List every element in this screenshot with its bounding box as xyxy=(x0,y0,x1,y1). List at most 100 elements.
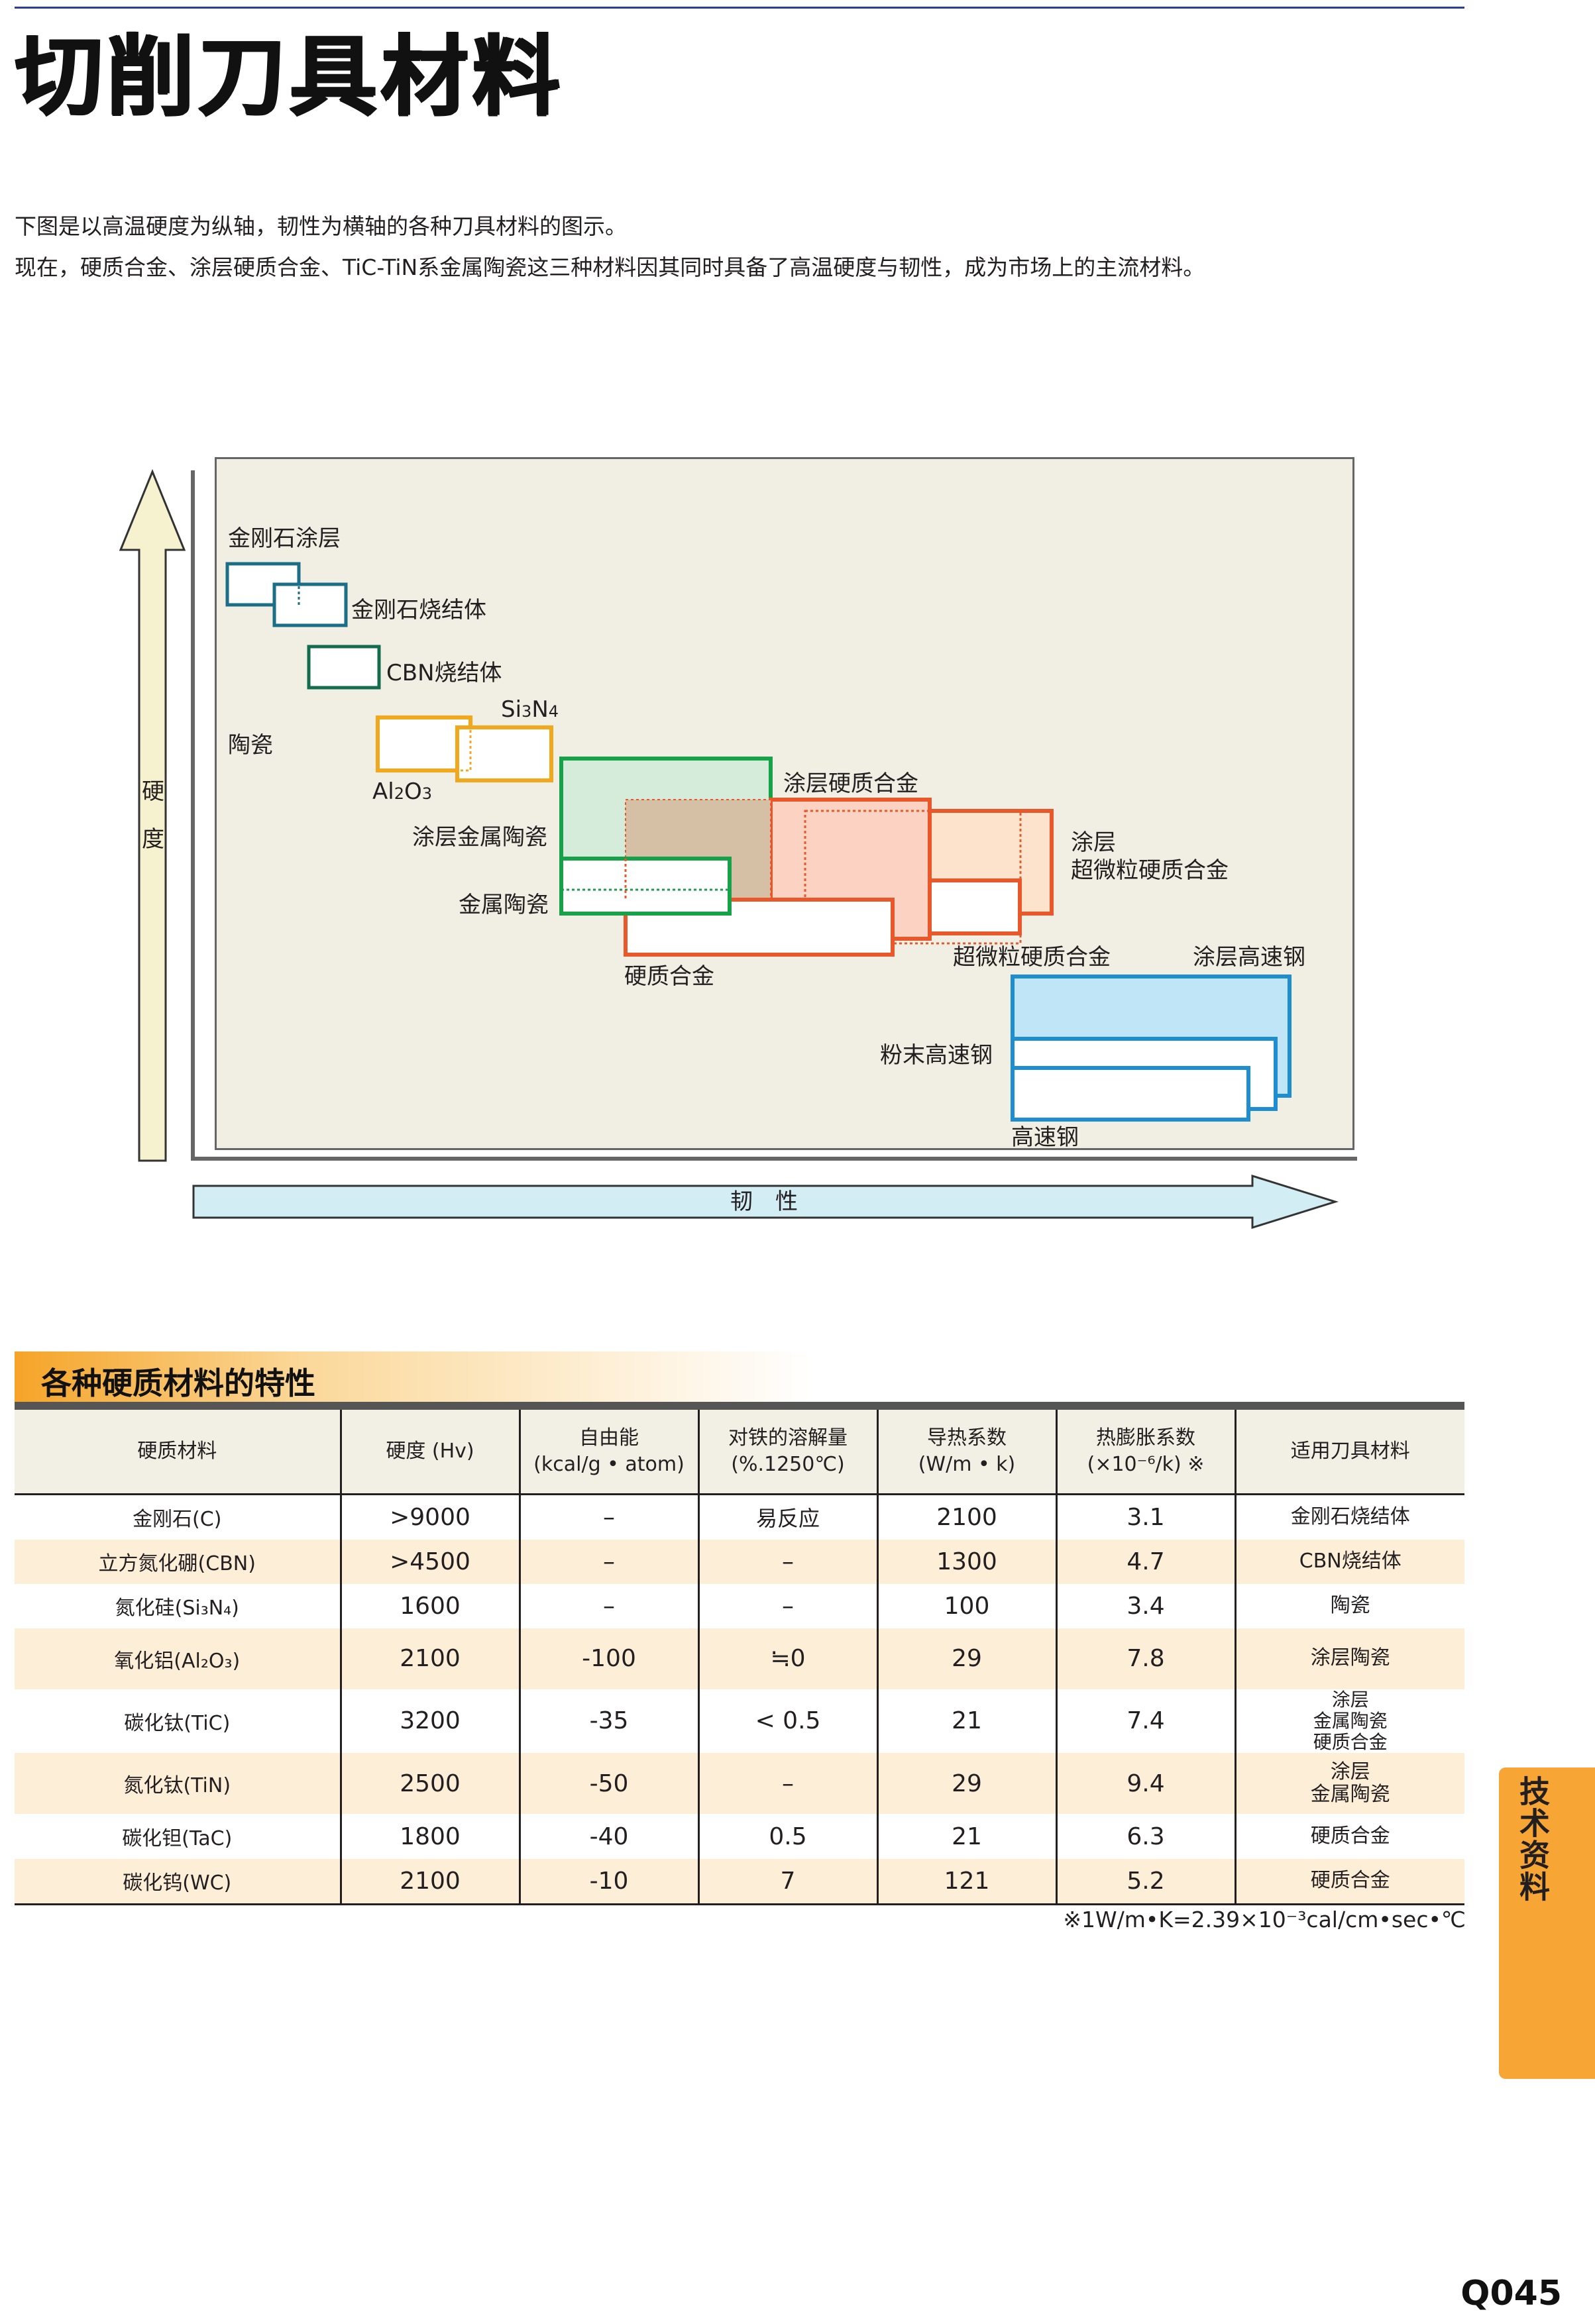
cell-material: 立方氮化硼(CBN) xyxy=(15,1539,341,1584)
cell-solubility: – xyxy=(697,1539,877,1584)
table-header-row: 硬质材料 硬度 (Hv) 自由能(kcal/g • atom) 对铁的溶解量(%… xyxy=(15,1410,1464,1495)
toughness-arrow xyxy=(192,1174,1339,1230)
table-row: 碳化钨(WC) 2100 -10 7 121 5.2 硬质合金 xyxy=(15,1859,1464,1905)
cell-tool: CBN烧结体 xyxy=(1234,1539,1464,1584)
header-free-energy: 自由能(kcal/g • atom) xyxy=(518,1410,698,1495)
cell-solubility: – xyxy=(697,1583,877,1628)
table-row: 碳化钛(TiC) 3200 -35 < 0.5 21 7.4 涂层金属陶瓷硬质合… xyxy=(15,1689,1464,1754)
cell-hardness: >9000 xyxy=(339,1494,520,1540)
table-row: 金刚石(C) >9000 – 易反应 2100 3.1 金刚石烧结体 xyxy=(15,1494,1464,1540)
properties-table: 硬质材料 硬度 (Hv) 自由能(kcal/g • atom) 对铁的溶解量(%… xyxy=(15,1410,1464,1905)
cell-free-energy: -10 xyxy=(518,1859,698,1905)
label-ceramics: 陶瓷 xyxy=(228,732,273,759)
section-rule xyxy=(15,1402,1464,1410)
cell-hardness: 1600 xyxy=(339,1583,520,1628)
table-row: 立方氮化硼(CBN) >4500 – – 1300 4.7 CBN烧结体 xyxy=(15,1539,1464,1584)
cell-material: 碳化钽(TaC) xyxy=(15,1814,341,1860)
label-coated-carbide: 涂层硬质合金 xyxy=(783,770,918,797)
header-expansion: 热膨胀系数(×10⁻⁶/k) ※ xyxy=(1055,1410,1235,1495)
label-si3n4: Si3N4 xyxy=(501,696,559,723)
cell-expansion: 5.2 xyxy=(1055,1859,1235,1905)
cell-conductivity: 100 xyxy=(876,1583,1056,1628)
cell-hardness: 2100 xyxy=(339,1859,520,1905)
cell-hardness: >4500 xyxy=(339,1539,520,1584)
x-axis-label: 韧 性 xyxy=(730,1188,798,1215)
cell-conductivity: 29 xyxy=(876,1628,1056,1689)
page-number: Q045 xyxy=(1460,2274,1562,2313)
cell-free-energy: – xyxy=(518,1583,698,1628)
cell-tool: 陶瓷 xyxy=(1234,1583,1464,1628)
cell-conductivity: 29 xyxy=(876,1753,1056,1815)
header-conductivity: 导热系数(W/m • k) xyxy=(876,1410,1056,1495)
label-hss: 高速钢 xyxy=(1011,1124,1079,1151)
table-row: 氮化硅(Si₃N₄) 1600 – – 100 3.4 陶瓷 xyxy=(15,1583,1464,1628)
cell-conductivity: 2100 xyxy=(876,1494,1056,1540)
cell-material: 氮化钛(TiN) xyxy=(15,1753,341,1815)
cell-expansion: 9.4 xyxy=(1055,1753,1235,1815)
cell-expansion: 3.4 xyxy=(1055,1583,1235,1628)
ultrafine-carbide-solid xyxy=(928,878,1022,935)
page-title: 切削刀具材料 xyxy=(15,26,563,128)
cell-expansion: 7.4 xyxy=(1055,1689,1235,1754)
cell-expansion: 6.3 xyxy=(1055,1814,1235,1860)
top-rule xyxy=(15,7,1464,9)
cell-hardness: 3200 xyxy=(339,1689,520,1754)
cell-free-energy: -40 xyxy=(518,1814,698,1860)
table-row: 氮化钛(TiN) 2500 -50 – 29 9.4 涂层金属陶瓷 xyxy=(15,1753,1464,1815)
label-coated-ultrafine-1: 涂层 xyxy=(1071,829,1116,856)
section-title: 各种硬质材料的特性 xyxy=(41,1365,315,1401)
cell-hardness: 2100 xyxy=(339,1628,520,1689)
cell-conductivity: 1300 xyxy=(876,1539,1056,1584)
cermet-box xyxy=(559,857,732,916)
label-diamond-sintered: 金刚石烧结体 xyxy=(351,597,486,623)
al2o3-box xyxy=(376,715,472,772)
side-tab-label: 技术资料 xyxy=(1515,1775,1551,1903)
hss-box xyxy=(1011,1066,1250,1122)
label-cermet: 金属陶瓷 xyxy=(459,892,549,918)
table-footnote: ※1W/m•K=2.39×10⁻³cal/cm•sec•℃ xyxy=(1063,1907,1466,1932)
cell-free-energy: -100 xyxy=(518,1628,698,1689)
label-carbide: 硬质合金 xyxy=(624,963,714,990)
cell-tool: 金刚石烧结体 xyxy=(1234,1494,1464,1540)
cell-tool: 涂层金属陶瓷硬质合金 xyxy=(1234,1689,1464,1754)
label-coated-hss: 涂层高速钢 xyxy=(1193,944,1305,971)
material-map-diagram xyxy=(119,469,1339,1230)
header-tool: 适用刀具材料 xyxy=(1234,1410,1464,1495)
label-cbn: CBN烧结体 xyxy=(386,660,502,686)
cbn-box xyxy=(307,645,381,690)
si3n4-box xyxy=(455,725,553,782)
cell-expansion: 4.7 xyxy=(1055,1539,1235,1584)
side-tab[interactable] xyxy=(1499,1768,1595,2079)
cell-free-energy: -50 xyxy=(518,1753,698,1815)
label-al2o3: Al2O3 xyxy=(372,778,433,805)
label-ultrafine-carbide: 超微粒硬质合金 xyxy=(953,944,1111,971)
cell-free-energy: – xyxy=(518,1494,698,1540)
cell-solubility: ≒0 xyxy=(697,1628,877,1689)
header-solubility: 对铁的溶解量(%.1250℃) xyxy=(697,1410,877,1495)
cell-tool: 硬质合金 xyxy=(1234,1859,1464,1905)
intro-line-2: 现在，硬质合金、涂层硬质合金、TiC-TiN系金属陶瓷这三种材料因其同时具备了高… xyxy=(15,254,1205,280)
label-coated-cermet: 涂层金属陶瓷 xyxy=(412,824,547,851)
cell-solubility: 7 xyxy=(697,1859,877,1905)
label-diamond-coating: 金刚石涂层 xyxy=(228,525,341,552)
y-axis-label-1: 硬 xyxy=(142,778,164,805)
cell-material: 碳化钛(TiC) xyxy=(15,1689,341,1754)
cell-tool: 涂层金属陶瓷 xyxy=(1234,1753,1464,1815)
y-axis-line xyxy=(191,470,195,1161)
intro-line-1: 下图是以高温硬度为纵轴，韧性为横轴的各种刀具材料的图示。 xyxy=(15,213,627,239)
cell-hardness: 2500 xyxy=(339,1753,520,1815)
cell-solubility: – xyxy=(697,1753,877,1815)
cell-solubility: 易反应 xyxy=(697,1494,877,1540)
cell-free-energy: – xyxy=(518,1539,698,1584)
header-hardness: 硬度 (Hv) xyxy=(339,1410,520,1495)
cell-material: 氮化硅(Si₃N₄) xyxy=(15,1583,341,1628)
diamond-sintered-box xyxy=(272,582,348,627)
cell-tool: 涂层陶瓷 xyxy=(1234,1628,1464,1689)
label-pm-hss: 粉末高速钢 xyxy=(880,1042,993,1069)
y-axis-label-2: 度 xyxy=(142,826,164,853)
section-header-bar xyxy=(15,1351,1464,1407)
cell-solubility: < 0.5 xyxy=(697,1689,877,1754)
cell-solubility: 0.5 xyxy=(697,1814,877,1860)
cell-conductivity: 21 xyxy=(876,1689,1056,1754)
table-row: 氧化铝(Al₂O₃) 2100 -100 ≒0 29 7.8 涂层陶瓷 xyxy=(15,1628,1464,1689)
